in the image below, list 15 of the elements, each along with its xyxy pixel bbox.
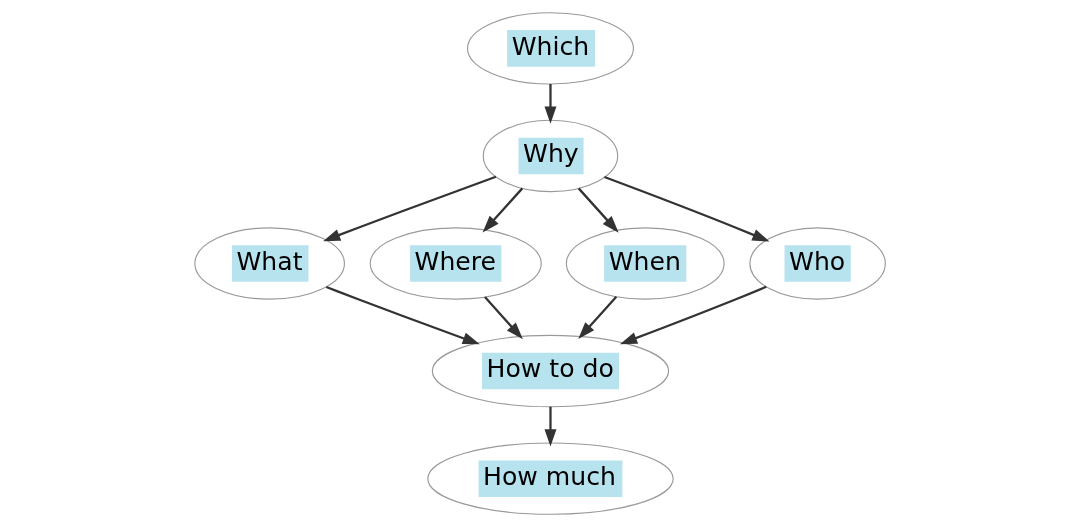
arrow [604, 175, 770, 242]
arrow [578, 296, 618, 340]
arrow [323, 175, 497, 242]
arrow [577, 187, 619, 233]
arrow [482, 187, 524, 233]
arrow [619, 285, 767, 345]
arrow [325, 285, 480, 345]
arrow [544, 83, 557, 124]
node-ellipse: Which [466, 12, 634, 85]
node-ellipse: Where [369, 227, 542, 300]
node-ellipse: Why [482, 119, 619, 193]
arrow [484, 296, 523, 340]
arrow [544, 406, 557, 447]
node-ellipse: When [565, 227, 725, 300]
node-ellipse: How much [427, 442, 674, 515]
